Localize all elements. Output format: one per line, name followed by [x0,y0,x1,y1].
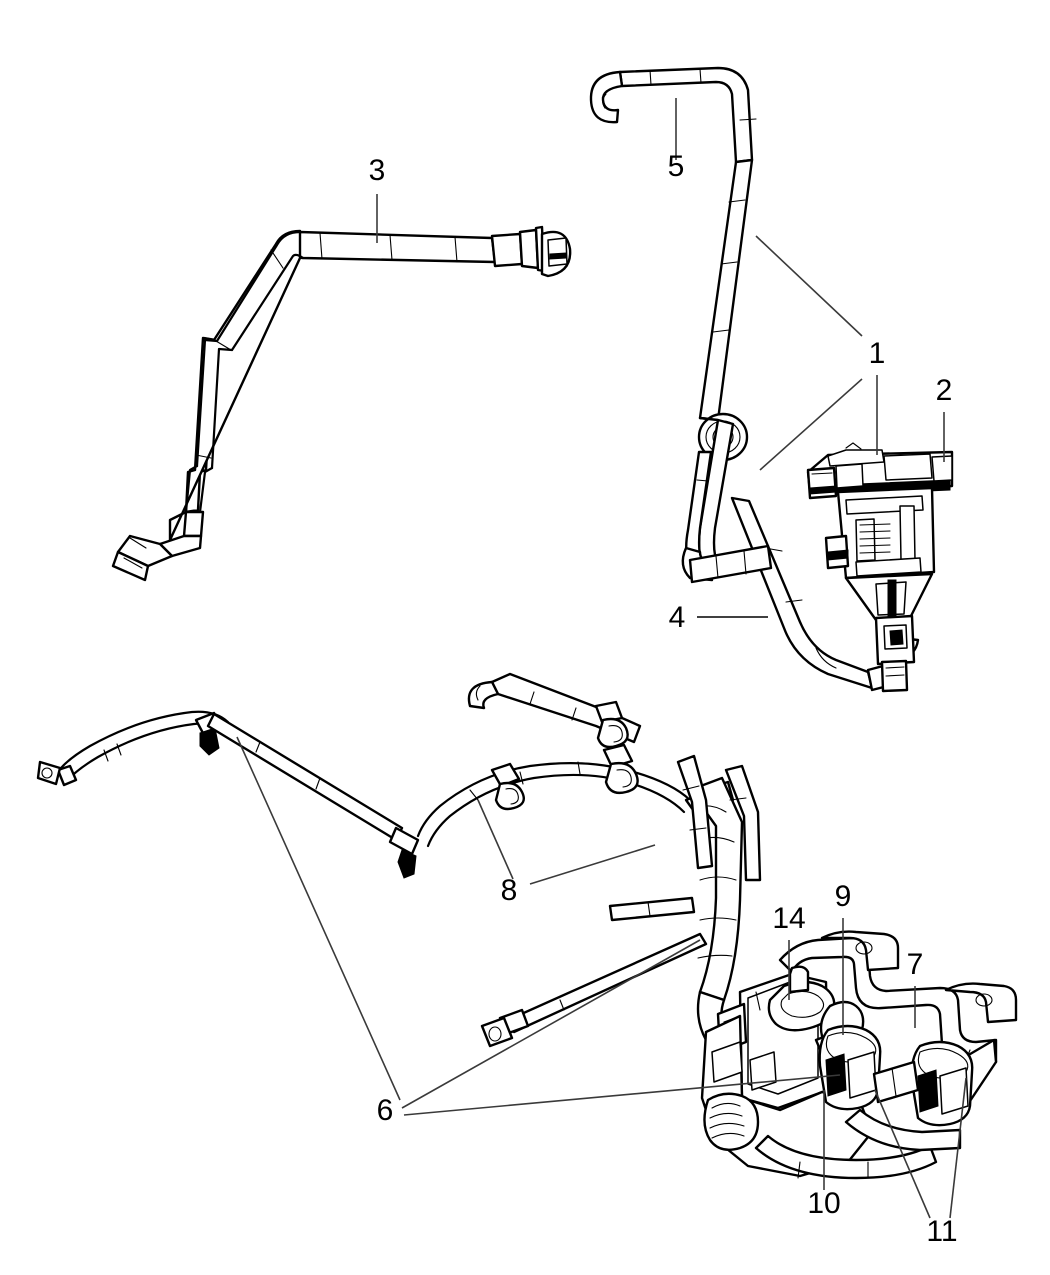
leader-1b [759,378,863,471]
part-main-corrugated-hose [480,754,762,1048]
callout-label-6: 6 [377,1094,394,1127]
leader-6c [403,1074,841,1116]
callout-label-11: 11 [926,1215,957,1248]
callout-leaders [236,98,967,1219]
part-vapor-hose-upper-left [111,225,572,582]
callout-label-10: 10 [807,1187,840,1220]
part-leak-detection-pump [700,1014,938,1180]
callout-label-4: 4 [669,601,686,634]
part-vapor-hose-upper-right [589,66,757,582]
leader-8b [529,844,656,885]
leader-6a [236,736,401,1101]
leader-1a [755,235,863,337]
part-quick-connect-fittings [818,1024,974,1152]
part-purge-solenoid-assembly [806,442,954,693]
callout-label-1: 1 [869,337,886,370]
callout-numbers: 3 5 1 2 4 8 14 9 7 6 10 11 [369,150,958,1248]
part-vapor-hose-bundle-left [36,710,420,879]
leader-11a [874,1089,931,1219]
callout-label-9: 9 [835,880,852,913]
leader-6b [401,939,701,1109]
callout-label-8: 8 [501,874,518,907]
callout-label-2: 2 [936,374,953,407]
leader-8a [477,799,514,880]
leader-11b [949,1077,967,1219]
callout-label-7: 7 [907,948,924,981]
callout-label-14: 14 [772,902,805,935]
callout-label-3: 3 [369,154,386,187]
callout-label-5: 5 [668,150,685,183]
